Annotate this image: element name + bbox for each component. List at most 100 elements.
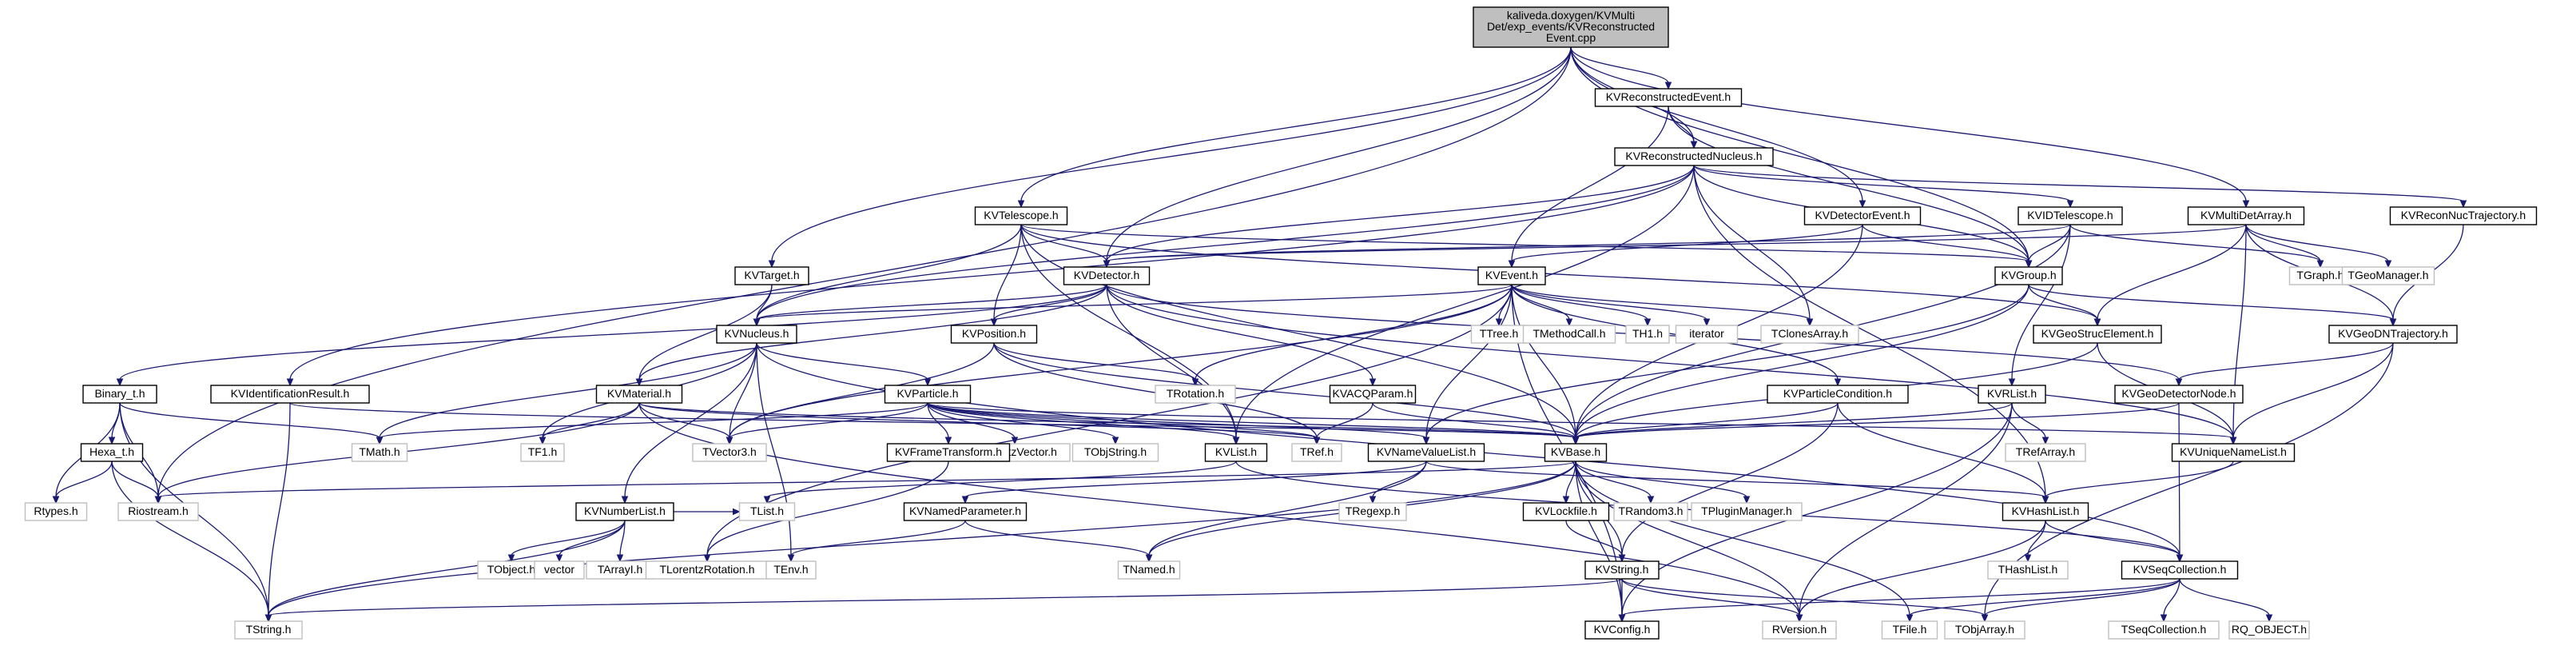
node-label: KVFrameTransform.h (895, 445, 1002, 458)
node-kvparticlecondition-h[interactable]: KVParticleCondition.h (1767, 385, 1909, 404)
node-box (210, 385, 370, 404)
node-tvector3-h: TVector3.h (692, 443, 767, 462)
node-tlorentzrotation-h: TLorentzRotation.h (645, 560, 769, 580)
node-kvgeostrucelement-h[interactable]: KVGeoStrucElement.h (2033, 325, 2162, 344)
node-box (1117, 560, 1181, 580)
node-kvnumberlist-h[interactable]: KVNumberList.h (575, 502, 674, 521)
node-label: KVParticle.h (896, 387, 958, 400)
node-kvnamevaluelist-h[interactable]: KVNameValueList.h (1367, 443, 1485, 462)
edge-kvbase-h-to-kvconfig-h (1575, 461, 1626, 623)
node-kvdetector-h[interactable]: KVDetector.h (1063, 266, 1151, 285)
node-tarrayi-h: TArrayI.h (586, 560, 654, 580)
node-kvposition-h[interactable]: KVPosition.h (950, 325, 1038, 344)
node-box (884, 385, 972, 404)
node-box (1367, 443, 1485, 462)
node-tlist-h: TList.h (738, 502, 796, 521)
node-kvdetectorevent-h[interactable]: KVDetectorEvent.h (1803, 206, 1922, 225)
node-tobjstring-h: TObjString.h (1071, 443, 1159, 462)
node-kvgroup-h[interactable]: KVGroup.h (1994, 266, 2063, 285)
node-kvreconnuctrajectory-h[interactable]: KVReconNucTrajectory.h (2389, 206, 2538, 225)
node-kvlist-h[interactable]: KVList.h (1204, 443, 1268, 462)
node-label: TPluginManager.h (1701, 504, 1792, 517)
node-kvrlist-h[interactable]: KVRList.h (1978, 385, 2046, 404)
node-kvconfig-h[interactable]: KVConfig.h (1584, 620, 1660, 640)
node-label: TClonesArray.h (1771, 327, 1848, 340)
node-box (2187, 206, 2305, 225)
node-kvmaterial-h[interactable]: KVMaterial.h (595, 385, 683, 404)
node-binary-t-h[interactable]: Binary_t.h (82, 385, 157, 404)
node-kvtelescope-h[interactable]: KVTelescope.h (974, 206, 1068, 225)
node-box (1204, 443, 1268, 462)
node-kvstring-h[interactable]: KVString.h (1584, 560, 1660, 580)
edge-root-to-kvreconstructedevent-h (1570, 46, 1672, 90)
edge-root-to-kvtarget-h (768, 46, 1572, 269)
edge-kvparticle-h-to-kvframetransform-h (927, 402, 952, 445)
edge-kvparticle-h-to-kvuniquenamelist-h (927, 402, 2237, 445)
edge-kvbase-h-to-kvlockfile-h (1562, 461, 1576, 504)
node-tregexp-h: TRegexp.h (1338, 502, 1407, 521)
node-label: TH1.h (1632, 327, 1663, 340)
node-hexa-t-h[interactable]: Hexa_t.h (80, 443, 144, 462)
node-iterator: iterator (1675, 325, 1739, 344)
node-kvframetransform-h[interactable]: KVFrameTransform.h (886, 443, 1011, 462)
edge-kvhashlist-h-to-thashlist-h (2024, 520, 2046, 563)
node-label: TMath.h (359, 445, 400, 458)
node-kvtarget-h[interactable]: KVTarget.h (734, 266, 809, 285)
node-kvevent-h[interactable]: KVEvent.h (1477, 266, 1546, 285)
node-tnamed-h: TNamed.h (1117, 560, 1181, 580)
node-label: KVGeoDNTrajectory.h (2338, 327, 2448, 340)
edge-kvparticle-h-to-tmath-h (376, 402, 928, 445)
node-label: TRef.h (1300, 445, 1334, 458)
node-kvlockfile-h[interactable]: KVLockfile.h (1522, 502, 1610, 521)
node-box (1803, 206, 1922, 225)
node-label: KVLockfile.h (1535, 504, 1597, 517)
node-label: Riostream.h (128, 504, 188, 517)
node-box (2017, 206, 2123, 225)
node-kvreconstructednucleus-h[interactable]: KVReconstructedNucleus.h (1614, 147, 1774, 166)
node-kvhashlist-h[interactable]: KVHashList.h (2002, 502, 2089, 521)
node-tstring-h: TString.h (234, 620, 303, 640)
node-label: RQ_OBJECT.h (2232, 623, 2307, 636)
node-label: KVGroup.h (2001, 269, 2056, 281)
edge-kvreconstructednucleus-h-to-kvlist-h (1232, 165, 1695, 445)
node-kvbase-h[interactable]: KVBase.h (1544, 443, 1608, 462)
node-kvparticle-h[interactable]: KVParticle.h (884, 385, 972, 404)
node-box (1291, 443, 1342, 462)
node-kvmultidetarray-h[interactable]: KVMultiDetArray.h (2187, 206, 2305, 225)
node-box (1063, 266, 1151, 285)
edge-kvidtelescope-h-to-kvgroup-h (2025, 224, 2071, 269)
node-kvnamedparameter-h[interactable]: KVNamedParameter.h (903, 502, 1028, 521)
node-tfile-h: TFile.h (1881, 620, 1938, 640)
node-tenv-h: TEnv.h (765, 560, 817, 580)
node-kvidentificationresult-h[interactable]: KVIdentificationResult.h (210, 385, 370, 404)
node-label: TGeoManager.h (2347, 269, 2428, 281)
node-kvreconstructedevent-h[interactable]: KVReconstructedEvent.h (1594, 88, 1743, 107)
node-kvnucleus-h[interactable]: KVNucleus.h (716, 325, 797, 344)
node-box (1544, 443, 1608, 462)
node-kvseqcollection-h[interactable]: KVSeqCollection.h (2121, 560, 2239, 580)
node-box (1675, 325, 1739, 344)
node-kvgeodetectornode-h[interactable]: KVGeoDetectorNode.h (2114, 385, 2244, 404)
node-kvacqparam-h[interactable]: KVACQParam.h (1329, 385, 1417, 404)
edge-kvreconstructednucleus-h-to-tclonesarray-h (1693, 165, 1814, 327)
node-kvuniquenamelist-h[interactable]: KVUniqueNameList.h (2171, 443, 2296, 462)
node-label: TTree.h (1480, 327, 1519, 340)
edge-kvmultidetarray-h-to-tgeomanager-h (2245, 224, 2392, 269)
edge-kvuniquenamelist-h-to-kvhashlist-h (2041, 461, 2234, 504)
node-tref-h: TRef.h (1291, 443, 1342, 462)
node-label: TString.h (246, 623, 292, 636)
edge-kvparticle-h-to-tlorentzvector-h (927, 402, 1019, 445)
edge-root-to-kvdetectorevent-h (1570, 46, 1866, 209)
node-box (1881, 620, 1938, 640)
node-tseqcollection-h: TSeqCollection.h (2108, 620, 2220, 640)
node-rtypes-h: Rtypes.h (24, 502, 88, 521)
edge-kvbase-h-to-tpluginmanager-h (1575, 461, 1751, 504)
node-box (1978, 385, 2046, 404)
node-box (1614, 147, 1774, 166)
edge-kvmaterial-h-to-tvector3-h (638, 402, 733, 445)
node-box (903, 502, 1028, 521)
node-kvidtelescope-h[interactable]: KVIDTelescope.h (2017, 206, 2123, 225)
node-box (1071, 443, 1159, 462)
node-label: THashList.h (1998, 563, 2058, 576)
node-kvgeodntrajectory-h[interactable]: KVGeoDNTrajectory.h (2328, 325, 2458, 344)
